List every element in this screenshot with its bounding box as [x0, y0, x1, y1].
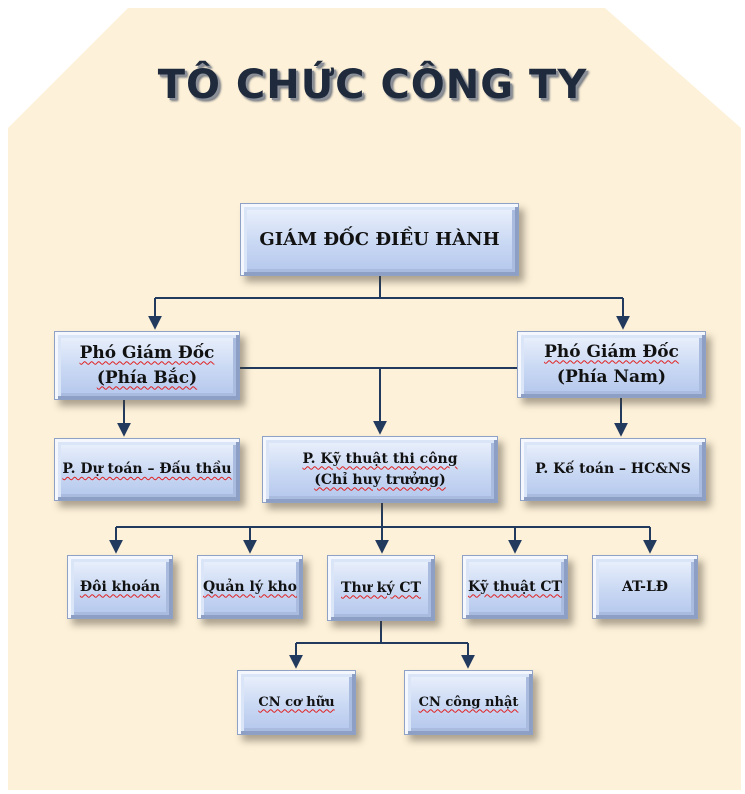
- box-permanent: CN cơ hữu: [237, 670, 356, 735]
- box-director: GIÁM ĐỐC ĐIỀU HÀNH: [240, 203, 519, 276]
- box-technical: P. Kỹ thuật thi công (Chỉ huy trưởng): [262, 436, 498, 503]
- box-warehouse: Quản lý kho: [197, 555, 303, 619]
- box-tech-ct-label: Kỹ thuật CT: [468, 578, 562, 595]
- box-vice-south-line2: (Phía Nam): [556, 366, 667, 387]
- box-daily-label: CN công nhật: [418, 694, 519, 710]
- box-technical-line2: (Chỉ huy trưởng): [314, 471, 446, 488]
- box-warehouse-label: Quản lý kho: [202, 578, 298, 595]
- box-estimate: P. Dự toán – Đấu thầu: [54, 438, 240, 501]
- box-vice-north-line2: (Phía Bắc): [96, 367, 198, 388]
- box-estimate-label: P. Dự toán – Đấu thầu: [62, 461, 232, 477]
- box-vice-north: Phó Giám Đốc (Phía Bắc): [54, 331, 240, 400]
- page-title: TÔ CHỨC CÔNG TY: [157, 62, 588, 108]
- box-secretary: Thư ký CT: [327, 555, 435, 621]
- box-team-label: Đôi khoán: [79, 578, 161, 595]
- box-vice-north-line1: Phó Giám Đốc: [79, 342, 215, 363]
- box-permanent-label: CN cơ hữu: [258, 694, 335, 710]
- box-safety: AT-LĐ: [592, 555, 698, 619]
- box-accounting: P. Kế toán – HC&NS: [520, 438, 706, 501]
- box-tech-ct: Kỹ thuật CT: [462, 555, 568, 619]
- box-secretary-label: Thư ký CT: [341, 579, 421, 596]
- box-daily: CN công nhật: [404, 670, 533, 735]
- box-accounting-label: P. Kế toán – HC&NS: [535, 461, 691, 477]
- box-team: Đôi khoán: [67, 555, 173, 619]
- box-technical-line1: P. Kỹ thuật thi công: [302, 450, 458, 467]
- box-vice-south: Phó Giám Đốc (Phía Nam): [517, 331, 706, 398]
- box-vice-south-line1: Phó Giám Đốc: [544, 341, 679, 362]
- box-director-label: GIÁM ĐỐC ĐIỀU HÀNH: [259, 229, 500, 250]
- box-safety-label: AT-LĐ: [621, 578, 669, 595]
